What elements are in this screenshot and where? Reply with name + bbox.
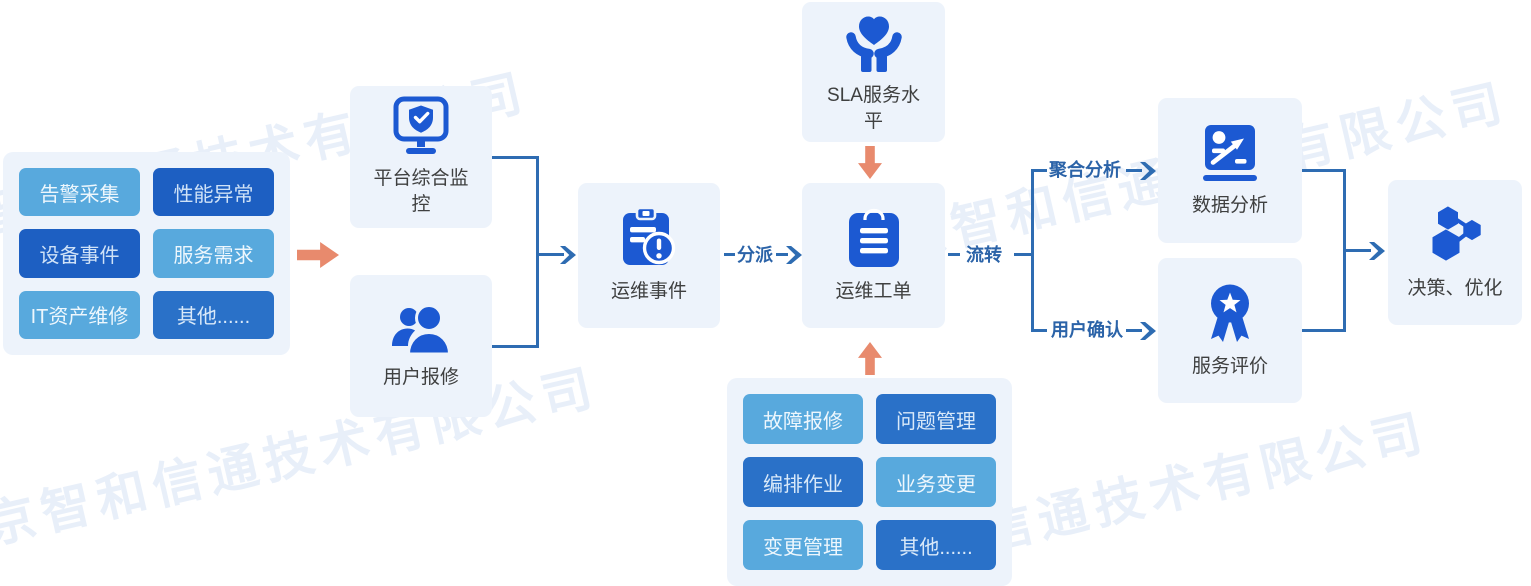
node-label: 用户报修 — [382, 367, 459, 388]
tag-alarm-collection: 告警采集 — [19, 168, 140, 217]
connector-line — [1031, 169, 1047, 172]
connector-line — [1302, 329, 1345, 332]
connector-line — [948, 253, 960, 256]
connector-line — [1014, 253, 1034, 256]
arrowhead-icon — [1369, 242, 1385, 260]
node-label: 平台综合监控 — [373, 168, 469, 215]
clipboard-alert-icon — [618, 206, 680, 269]
connector-label-flow: 流转 — [966, 245, 1002, 265]
connector-line — [1302, 169, 1345, 172]
connector-label-dispatch: 分派 — [737, 245, 773, 265]
node-label: 运维工单 — [835, 280, 912, 302]
arrowhead-icon — [786, 246, 802, 264]
node-data-analysis: 数据分析 — [1158, 98, 1302, 243]
ticket-types-panel: 故障报修 问题管理 编排作业 业务变更 变更管理 其他...... — [727, 378, 1012, 586]
arrowhead-icon — [1140, 162, 1156, 180]
tag-business-change: 业务变更 — [876, 457, 996, 507]
connector-line — [1126, 329, 1142, 332]
node-service-evaluation: 服务评价 — [1158, 258, 1302, 403]
connector-line — [492, 345, 538, 348]
tag-service-demand: 服务需求 — [153, 229, 274, 278]
flow-arrow-right-icon — [297, 242, 339, 268]
users-icon — [390, 301, 452, 355]
node-decision-optimization: 决策、优化 — [1388, 180, 1522, 325]
connector-line — [536, 253, 564, 256]
input-sources-panel: 告警采集 性能异常 设备事件 服务需求 IT资产维修 其他...... — [3, 152, 290, 355]
tag-others-input: 其他...... — [153, 290, 274, 339]
tag-device-event: 设备事件 — [19, 229, 140, 278]
node-label: 决策、优化 — [1407, 277, 1503, 299]
molecule-icon — [1423, 204, 1487, 266]
connector-line — [1031, 169, 1034, 332]
connector-label-aggregate: 聚合分析 — [1049, 160, 1121, 180]
connector-line — [1343, 249, 1371, 252]
connector-line — [492, 156, 538, 159]
tag-problem-management: 问题管理 — [876, 394, 996, 444]
connector-line — [1126, 169, 1142, 172]
node-ops-ticket: 运维工单 — [802, 183, 945, 328]
node-label: SLA服务水平 — [827, 85, 920, 132]
award-icon — [1201, 282, 1259, 344]
tag-orchestration-job: 编排作业 — [743, 457, 863, 507]
tag-performance-anomaly: 性能异常 — [153, 168, 274, 217]
connector-line — [536, 156, 539, 348]
sla-arrow-down-icon — [858, 146, 882, 179]
node-platform-monitoring: 平台综合监控 — [350, 86, 492, 228]
arrowhead-icon — [1140, 322, 1156, 340]
node-user-repair: 用户报修 — [350, 275, 492, 417]
monitor-shield-icon — [388, 96, 454, 156]
tag-it-asset-repair: IT资产维修 — [19, 290, 140, 339]
connector-label-confirm: 用户确认 — [1051, 320, 1123, 340]
connector-line — [776, 253, 788, 256]
clipboard-lines-icon — [845, 207, 903, 269]
connector-line — [1031, 329, 1047, 332]
ticket-types-arrow-up-icon — [858, 342, 882, 375]
node-sla-service-level: SLA服务水平 — [802, 2, 945, 142]
tag-change-management: 变更管理 — [743, 520, 863, 570]
node-label: 服务评价 — [1191, 355, 1268, 377]
tag-fault-repair: 故障报修 — [743, 394, 863, 444]
connector-line — [724, 253, 735, 256]
tag-others-ticket: 其他...... — [876, 520, 996, 570]
node-ops-incident: 运维事件 — [578, 183, 720, 328]
chart-board-icon — [1198, 123, 1262, 183]
node-label: 运维事件 — [610, 280, 687, 302]
node-label: 数据分析 — [1191, 194, 1268, 216]
heart-hands-icon — [841, 9, 907, 73]
